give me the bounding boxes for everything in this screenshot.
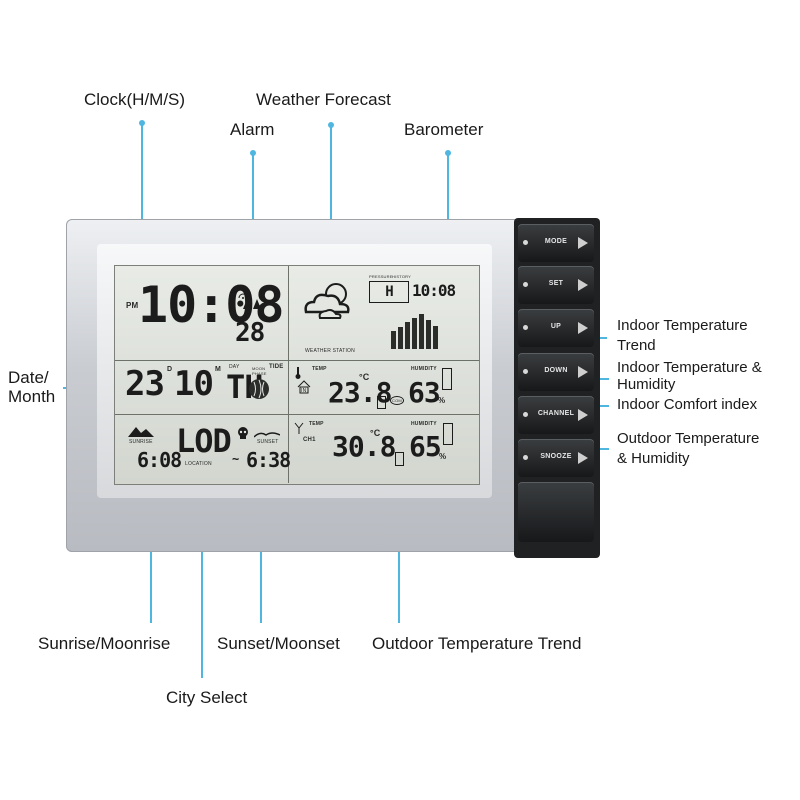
history-label: HISTORY [392, 274, 412, 279]
barometer-callout-dot [445, 150, 451, 156]
pressure-digits: H [369, 281, 409, 303]
clock-time: 10:08 [138, 276, 285, 334]
up-button[interactable]: UP [518, 309, 594, 347]
weather-forecast-icon [298, 278, 358, 322]
outdoor-trend-icon [395, 452, 404, 466]
weather-station-label: WEATHER STATION [305, 348, 355, 354]
day-label: DAY [229, 364, 240, 370]
barometer-bar [419, 314, 424, 349]
indoor-trend-callout-1: Indoor Temperature [617, 317, 748, 334]
indoor-comfort-callout: Indoor Comfort index [617, 396, 758, 413]
channel-button[interactable]: CHANNEL [518, 396, 594, 434]
comfort-icon: COM [390, 396, 404, 405]
alarm-icon [241, 296, 263, 310]
indoor-trend-icon [377, 396, 386, 409]
moon-phase-label: MOON PHASE [252, 366, 267, 376]
alarm-callout-dot [250, 150, 256, 156]
arrow-right-icon [578, 279, 588, 291]
sunrise-label: SUNRISE [129, 439, 153, 445]
arrow-right-icon [578, 237, 588, 249]
arrow-right-icon [578, 322, 588, 334]
barometer-bar [391, 331, 396, 349]
sunset-time: 6:38 [246, 448, 291, 472]
indoor-trend-callout-2: Trend [617, 337, 656, 354]
antenna-icon [294, 421, 304, 434]
city-select-callout: City Select [166, 688, 248, 707]
set-button[interactable]: SET [518, 266, 594, 304]
forecast-callout-line [330, 126, 332, 276]
indoor-temp-hum-callout-2: Humidity [617, 376, 676, 393]
skull-icon [236, 426, 250, 440]
moon-phase-icon [248, 378, 270, 400]
clock-seconds: 28 [235, 318, 265, 348]
snooze-button[interactable]: SNOOZE [518, 439, 594, 477]
outdoor-temp-hum-callout-2: & Humidity [617, 450, 690, 467]
outdoor-temperature: 30.8 [332, 430, 396, 463]
outdoor-temp-hum-callout-1: Outdoor Temperature [617, 430, 760, 447]
sunset-label: SUNSET [257, 439, 279, 445]
thermometer-icon [295, 366, 301, 379]
barometer-callout: Barometer [404, 120, 484, 139]
outdoor-humidity: 65 [409, 430, 442, 463]
pm-indicator: PM [126, 301, 139, 310]
date-month-callout-2: Month [8, 387, 56, 406]
lcd-col-divider [288, 266, 289, 483]
arrow-right-icon [578, 409, 588, 421]
month-indicator: M [215, 366, 222, 373]
down-button[interactable]: DOWN [518, 353, 594, 391]
channel-label: CH1 [303, 437, 316, 443]
sunset-dash: ~ [232, 452, 239, 466]
barometer-bar [412, 318, 417, 349]
sunrise-icon [128, 424, 154, 437]
sunset-callout: Sunset/Moonset [217, 634, 340, 653]
date-day: 23 [125, 364, 165, 404]
clock-callout-line [141, 124, 143, 284]
indoor-house-icon [297, 380, 311, 394]
outdoor-temp-label: TEMP [309, 421, 324, 427]
outdoor-humidity-unit: % [439, 452, 447, 461]
arrow-right-icon [578, 452, 588, 464]
alarm-callout: Alarm [230, 120, 275, 139]
outdoor-trend-callout: Outdoor Temperature Trend [372, 634, 582, 653]
barometer-bar [405, 322, 410, 349]
indoor-temp-unit: °C [359, 372, 370, 382]
indoor-humidity-unit: % [438, 396, 446, 405]
weather-forecast-callout: Weather Forecast [256, 90, 391, 109]
barometer-callout-line [447, 153, 449, 283]
city-callout-line [201, 473, 203, 678]
pressure-label: PRESSURE [369, 274, 393, 279]
blank-button[interactable] [518, 482, 594, 542]
forecast-callout-dot [328, 122, 334, 128]
lcd-row-divider [115, 360, 479, 361]
barometer-bar [398, 327, 403, 349]
sunrise-callout: Sunrise/Moonrise [38, 634, 171, 653]
clock-callout: Clock(H/M/S) [84, 90, 186, 109]
indoor-temp-label: TEMP [312, 366, 327, 372]
outdoor-temp-unit: °C [370, 428, 381, 438]
outdoor-humidity-trend-icon [443, 423, 453, 445]
date-month-callout-1: Date/ [8, 368, 49, 387]
day-indicator: D [167, 366, 173, 373]
city-code: LOD [176, 422, 232, 460]
indoor-humidity-trend-icon [442, 368, 452, 390]
in-label: IN [301, 388, 307, 394]
arrow-right-icon [578, 366, 588, 378]
barometer-bar [426, 320, 431, 349]
mode-button[interactable]: MODE [518, 224, 594, 262]
sunset-icon [253, 426, 281, 438]
barometer-bar [433, 326, 438, 349]
lcd-row-divider [115, 414, 479, 415]
tide-label: TIDE [269, 364, 284, 370]
indoor-humidity-label: HUMIDITY [411, 366, 437, 372]
indoor-humidity: 63 [408, 376, 441, 409]
location-label: LOCATION [185, 461, 212, 467]
date-month: 10 [174, 364, 214, 404]
radio-signal-icon [238, 286, 248, 299]
indoor-temp-hum-callout-1: Indoor Temperature & [617, 359, 762, 376]
clock-callout-dot [139, 120, 145, 126]
indoor-temperature: 23.8 [328, 376, 392, 409]
sunrise-time: 6:08 [137, 448, 182, 472]
mini-clock: 10:08 [412, 281, 456, 300]
outdoor-humidity-label: HUMIDITY [411, 421, 437, 427]
